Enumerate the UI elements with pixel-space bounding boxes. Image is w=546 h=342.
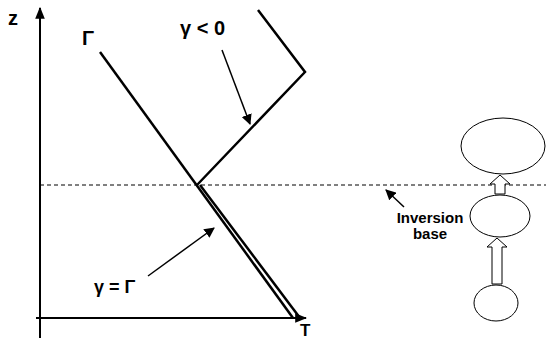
lapse-label: γ < 0 [180, 18, 225, 39]
leader-line [222, 50, 250, 124]
axis-label: z [8, 8, 18, 29]
air-parcel [470, 195, 530, 237]
leader-line [148, 228, 214, 276]
inversion-label: Inversion base [393, 210, 467, 242]
lapse-line [200, 185, 300, 318]
air-parcel [461, 118, 545, 174]
axis-label: T [300, 322, 310, 340]
air-parcel [474, 285, 518, 321]
rise-arrow [487, 238, 507, 284]
lapse-label: γ = Γ [94, 278, 135, 297]
lapse-symbol: Γ [82, 28, 94, 49]
rise-arrow [490, 175, 510, 194]
t-axis [36, 317, 306, 319]
inversion-line [40, 185, 546, 186]
z-axis [39, 8, 41, 338]
leader-line [386, 190, 404, 207]
